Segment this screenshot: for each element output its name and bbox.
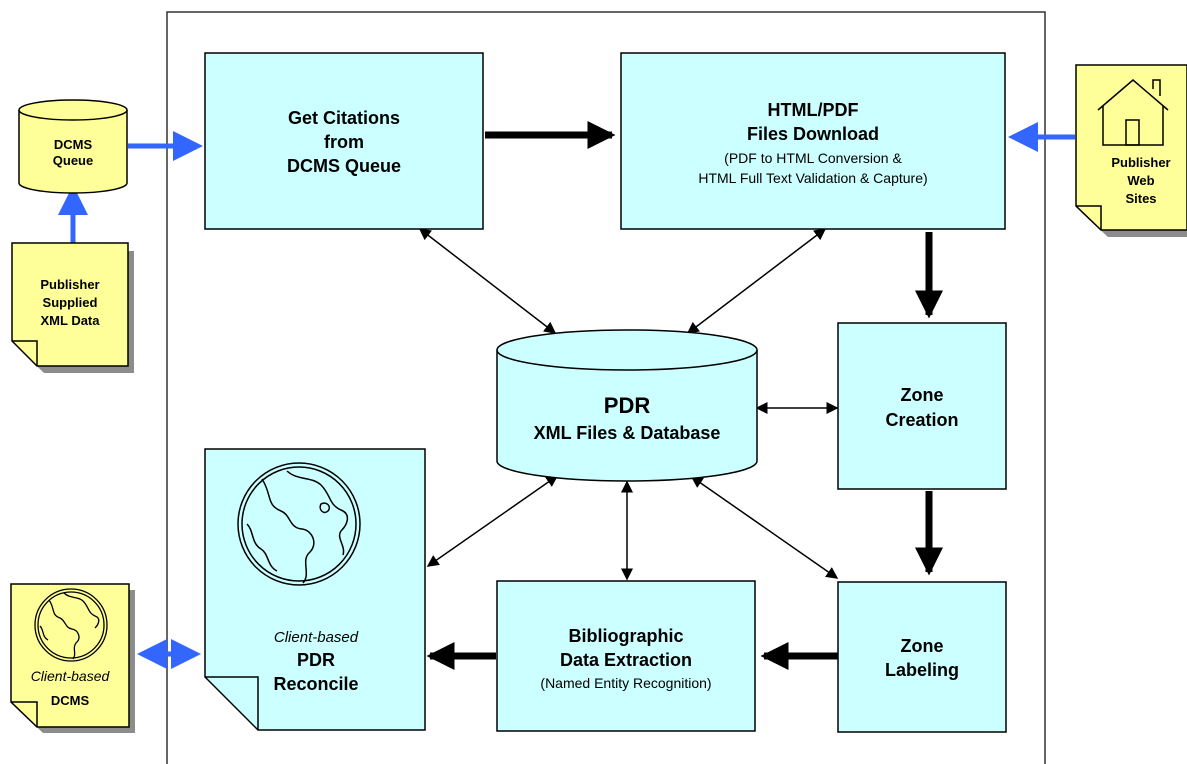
- house-icon: [1097, 79, 1169, 146]
- html-pdf-label-3: (PDF to HTML Conversion &: [724, 150, 902, 166]
- get-citations-label-3: DCMS Queue: [287, 156, 401, 176]
- bib-extraction-label-2: Data Extraction: [560, 650, 692, 670]
- publisher-xml-label-3: XML Data: [41, 313, 101, 328]
- bib-extraction-label-1: Bibliographic: [568, 626, 683, 646]
- zone-labeling-label-2: Labeling: [885, 660, 959, 680]
- client-dcms-note: Client-based DCMS: [10, 583, 135, 733]
- pdr-database-node: PDR XML Files & Database: [496, 329, 758, 482]
- db-links: [418, 228, 839, 581]
- publisher-web-label-1: Publisher: [1111, 155, 1170, 170]
- publisher-xml-label-2: Supplied: [43, 295, 98, 310]
- html-pdf-download-node: HTML/PDF Files Download (PDF to HTML Con…: [620, 52, 1006, 230]
- globe-icon: [237, 462, 361, 586]
- publisher-xml-label-1: Publisher: [40, 277, 99, 292]
- bib-extraction-node: Bibliographic Data Extraction (Named Ent…: [496, 580, 756, 732]
- pdr-reconcile-label-1: Client-based: [274, 629, 359, 646]
- pdr-reconcile-label-3: Reconcile: [273, 674, 358, 694]
- client-dcms-label-2: DCMS: [51, 693, 90, 708]
- dcms-queue-label-2: Queue: [53, 153, 93, 168]
- zone-creation-node: Zone Creation: [837, 322, 1007, 490]
- pdr-db-label-1: PDR: [604, 393, 651, 418]
- pdr-db-label-2: XML Files & Database: [534, 423, 721, 443]
- get-citations-node: Get Citations from DCMS Queue: [204, 52, 484, 230]
- link-zone-labeling-db: [690, 476, 839, 579]
- pdr-reconcile-label-2: PDR: [297, 650, 335, 670]
- dcms-queue-label-1: DCMS: [54, 137, 93, 152]
- link-reconcile-db: [426, 475, 559, 567]
- system-frame: [166, 11, 1046, 764]
- pdr-reconcile-node: Client-based PDR Reconcile: [204, 448, 426, 731]
- publisher-web-label-3: Sites: [1125, 191, 1156, 206]
- link-get-citations-db: [418, 228, 557, 334]
- zone-labeling-node: Zone Labeling: [837, 581, 1007, 733]
- html-pdf-label-1: HTML/PDF: [768, 100, 859, 120]
- publisher-web-note: Publisher Web Sites: [1075, 64, 1187, 237]
- get-citations-label-1: Get Citations: [288, 108, 400, 128]
- html-pdf-label-2: Files Download: [747, 124, 879, 144]
- get-citations-label-2: from: [324, 132, 364, 152]
- zone-creation-label-2: Creation: [885, 410, 958, 430]
- small-globe-icon: [34, 588, 108, 662]
- zone-creation-label-1: Zone: [901, 385, 944, 405]
- html-pdf-label-4: HTML Full Text Validation & Capture): [698, 170, 927, 186]
- link-html-pdf-db: [686, 228, 827, 334]
- bib-extraction-label-3: (Named Entity Recognition): [540, 675, 711, 691]
- dcms-queue-node: DCMS Queue: [18, 99, 128, 194]
- zone-labeling-label-1: Zone: [901, 636, 944, 656]
- publisher-xml-note: Publisher Supplied XML Data: [11, 242, 134, 373]
- publisher-web-label-2: Web: [1127, 173, 1154, 188]
- client-dcms-label-1: Client-based: [31, 668, 111, 684]
